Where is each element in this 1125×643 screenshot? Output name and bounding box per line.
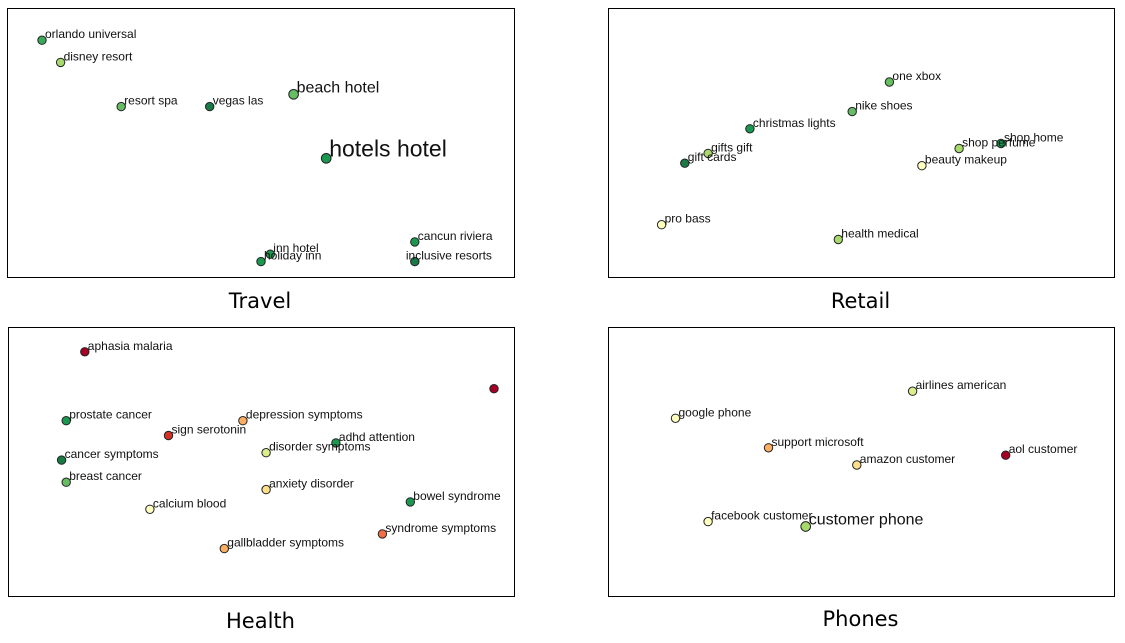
point-label: orlando universal	[45, 27, 136, 41]
point-label: breast cancer	[69, 469, 142, 483]
scatter-point	[320, 152, 332, 164]
scatter-point	[405, 497, 415, 507]
scatter-point	[331, 438, 341, 448]
point-label: anxiety disorder	[269, 477, 354, 491]
scatter-point	[261, 448, 271, 458]
scatter-point	[410, 237, 420, 247]
scatter-point	[80, 347, 90, 357]
scatter-point	[1001, 450, 1011, 460]
scatter-point	[410, 256, 420, 267]
point-label: facebook customer	[711, 509, 812, 523]
point-label: pro bass	[665, 212, 711, 226]
scatter-point	[670, 413, 681, 424]
point-label: google phone	[679, 405, 752, 419]
point-label: inclusive resorts	[406, 249, 492, 263]
point-label: hotels hotel	[329, 135, 447, 161]
scatter-point	[833, 234, 844, 245]
scatter-point	[265, 249, 275, 259]
point-label: disorder symptoms	[269, 440, 370, 454]
point-label: depression symptoms	[246, 408, 363, 422]
point-label: aol customer	[1009, 442, 1078, 456]
scatter-point	[261, 484, 271, 495]
point-label: support microsoft	[772, 435, 865, 449]
point-label: disney resort	[64, 49, 133, 63]
point-label: vegas las	[213, 94, 264, 108]
point-label: shop home	[1004, 131, 1064, 145]
scatter-point	[656, 220, 667, 230]
scatter-point	[61, 477, 71, 487]
point-label: syndrome symptoms	[385, 521, 496, 535]
point-label: christmas lights	[753, 116, 836, 130]
point-label: cancun riviera	[418, 229, 493, 243]
scatter-point	[763, 443, 774, 453]
point-label: gifts gift	[711, 140, 753, 154]
point-label: health medical	[841, 227, 918, 241]
scatter-point	[996, 138, 1006, 149]
scatter-point	[907, 386, 918, 396]
scatter-point	[703, 516, 713, 527]
scatter-point	[800, 521, 812, 532]
point-label: cancer symptoms	[65, 447, 159, 461]
point-label: inn hotel	[273, 241, 318, 255]
health-panel: aphasia malaria prostate cancer sign serot…	[8, 327, 515, 597]
point-label: one xbox	[892, 69, 941, 83]
travel-plot: orlando universal disney resort resort spa…	[37, 27, 493, 267]
scatter-point	[917, 161, 927, 171]
point-label: resort spa	[124, 94, 178, 108]
scatter-point	[703, 148, 713, 159]
scatter-point	[219, 543, 230, 554]
point-label: nike shoes	[855, 99, 912, 113]
point-label: amazon customer	[860, 452, 955, 466]
scatter-point	[954, 143, 964, 154]
scatter-point	[884, 77, 895, 87]
scatter-point	[489, 384, 499, 394]
point-label: gallbladder symptoms	[227, 536, 344, 550]
scatter-point	[56, 455, 67, 465]
scatter-point	[377, 529, 388, 539]
point-label: aphasia malaria	[88, 339, 173, 353]
point-label: gift cards	[688, 150, 737, 164]
point-label: sign serotonin	[172, 423, 247, 437]
point-label: customer phone	[809, 512, 924, 529]
scatter-point	[852, 460, 862, 470]
scatter-point	[145, 504, 155, 515]
retail-plot: one xbox nike shoes christmas lightsgifts …	[656, 69, 1064, 245]
point-label: shop perfume	[962, 136, 1036, 150]
health-plot: aphasia malaria prostate cancer sign serot…	[56, 339, 501, 554]
scatter-point	[55, 57, 66, 68]
travel-caption: Travel	[228, 289, 292, 313]
point-label: beach hotel	[297, 79, 380, 96]
point-label: beauty makeup	[925, 153, 1007, 167]
scatter-point	[238, 416, 248, 426]
scatter-point	[205, 101, 215, 112]
point-label: prostate cancer	[69, 408, 152, 422]
point-label: calcium blood	[153, 496, 226, 510]
phones-plot: airlines american google phone support mic…	[670, 378, 1078, 532]
travel-panel: orlando universal disney resort resort spa…	[7, 8, 515, 278]
phones-panel: airlines american google phone support mic…	[608, 327, 1115, 597]
phones-caption: Phones	[822, 607, 899, 631]
scatter-point	[61, 416, 71, 426]
scatter-point	[745, 124, 755, 134]
scatter-point	[847, 106, 857, 117]
scatter-point	[163, 430, 174, 441]
point-label: holiday inn	[264, 249, 321, 263]
scatter-point	[288, 88, 299, 100]
scatter-point	[256, 256, 266, 267]
health-caption: Health	[226, 609, 295, 633]
scatter-point	[116, 101, 126, 112]
point-label: adhd attention	[339, 430, 415, 444]
point-label: airlines american	[916, 378, 1007, 392]
scatter-point	[37, 35, 47, 45]
retail-caption: Retail	[830, 289, 891, 313]
point-label: bowel syndrome	[413, 489, 501, 503]
scatter-point	[680, 158, 690, 168]
